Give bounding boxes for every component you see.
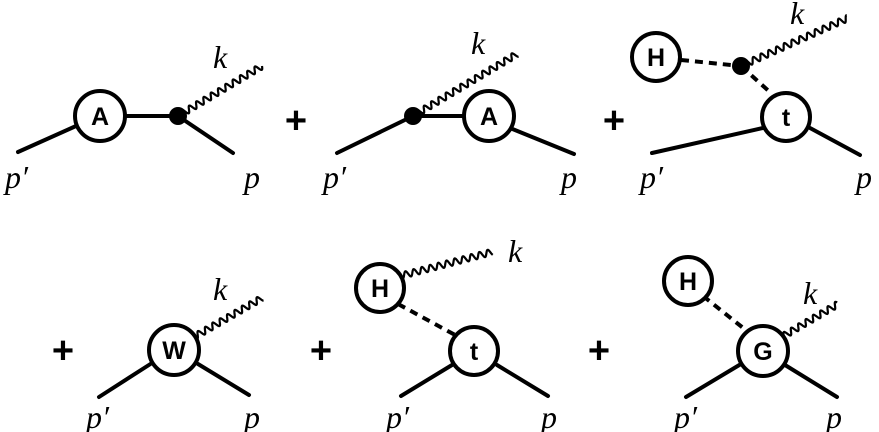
momentum-p-prime: p′ [3,159,29,195]
momentum-p: p [559,159,577,195]
incoming-line [399,363,454,398]
vertex-dot [169,107,187,125]
outgoing-line [508,126,576,156]
momentum-k: k [471,25,486,61]
plus-sign: + [588,330,610,372]
momentum-k: k [803,275,818,311]
blob-label: A [91,103,109,131]
vertex-dot [404,107,422,125]
incoming-line [16,124,78,154]
blob-label: H [647,44,665,72]
momentum-p: p [242,399,260,432]
blob-a [462,89,516,143]
diagram-1: A k p′ p [3,39,264,195]
momentum-p-prime: p′ [321,159,347,195]
blob-label: A [480,103,498,131]
photon-line [779,300,838,341]
momentum-p: p [824,399,842,432]
momentum-k: k [213,271,228,307]
diagram-4: W k p′ p [84,271,264,432]
momentum-p-prime: p′ [672,399,698,432]
blob-a [73,89,127,143]
plus-sign: + [603,100,625,142]
blob-h [354,262,406,314]
momentum-k: k [790,0,805,31]
blob-label: W [162,337,186,365]
photon-line [412,52,519,119]
blob-label: t [470,338,479,366]
photon-line [177,65,264,119]
higgs-dashed-line [680,58,742,68]
momentum-k: k [508,233,523,269]
blob-label: G [753,338,772,366]
momentum-p-prime: p′ [638,159,664,195]
incoming-line [335,114,415,155]
outgoing-line [196,362,251,397]
blob-t [760,91,812,143]
momentum-p: p [854,159,872,195]
higgs-dashed-line [397,302,458,338]
incoming-line [684,362,743,399]
blob-label: H [679,268,697,296]
incoming-line [97,361,154,399]
plus-sign: + [310,330,332,372]
blob-w [147,323,201,377]
photon-line [399,248,494,280]
plus-sign: + [52,330,74,372]
blob-label: t [782,104,791,132]
momentum-p: p [539,399,557,432]
blob-h [662,255,714,307]
vertex-dot [732,57,750,75]
momentum-p-prime: p′ [84,399,110,432]
photon-line [193,296,264,340]
outgoing-line [783,363,839,399]
plus-sign: + [285,100,307,142]
diagram-5: H t k p′ p [354,233,557,432]
blob-t [448,325,500,377]
momentum-p: p [242,159,260,195]
diagram-2: A k p′ p [321,25,577,195]
diagram-3: H t k p′ p [630,0,872,195]
blob-g [736,324,790,378]
diagram-6: H G k p′ p [662,255,842,432]
outgoing-line [495,363,550,398]
momentum-p-prime: p′ [384,399,410,432]
photon-line [740,14,848,70]
blob-label: H [371,275,389,303]
momentum-k: k [213,39,228,75]
outgoing-line [176,114,235,155]
outgoing-line [808,126,862,157]
higgs-dashed-line [701,294,749,333]
blob-h [630,31,682,83]
incoming-line [650,126,765,155]
